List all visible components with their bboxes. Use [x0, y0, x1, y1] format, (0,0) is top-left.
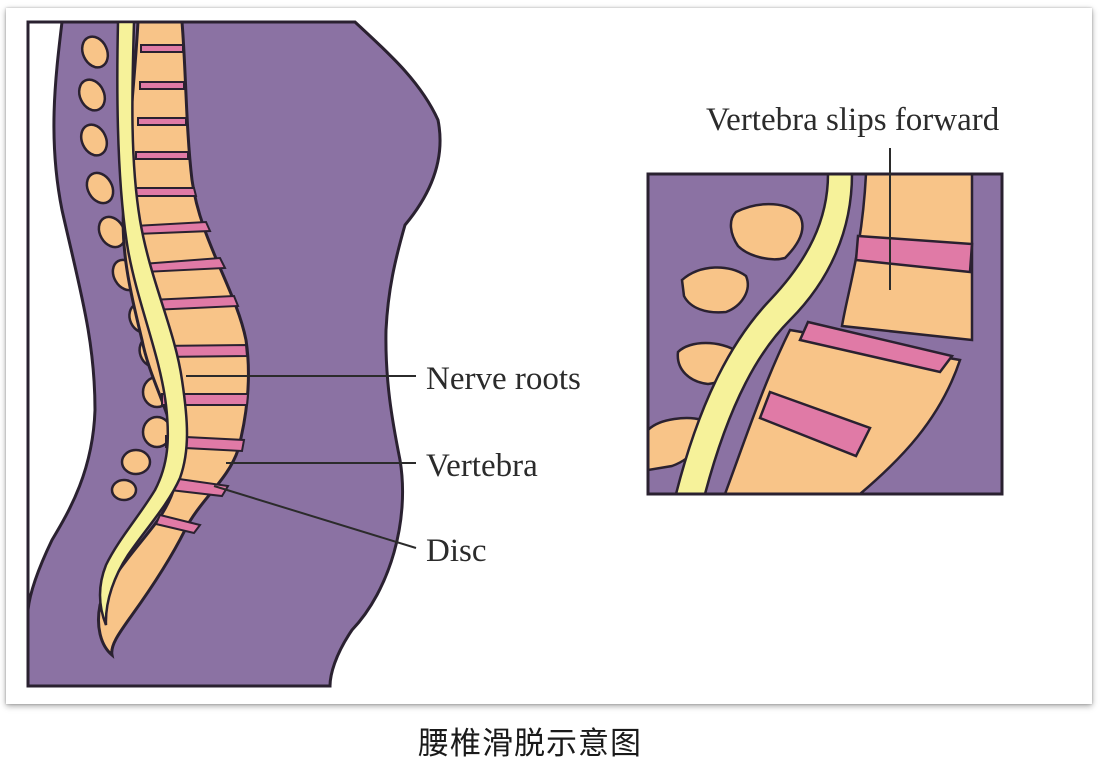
inset-posterior-bone-1 — [729, 202, 804, 261]
spinal-cord — [98, 20, 189, 626]
torso-side-view — [26, 20, 442, 688]
leader-lines — [186, 148, 891, 549]
label-vertebra-slips-forward: Vertebra slips forward — [706, 102, 1000, 138]
inset-closeup — [646, 172, 1004, 496]
leader-disc — [213, 485, 417, 549]
back-outline — [26, 20, 97, 611]
inset-disc-middle — [798, 320, 955, 374]
inset-disc-lower — [758, 390, 872, 458]
inset-nerve — [674, 174, 854, 494]
label-disc: Disc — [426, 533, 487, 569]
label-vertebra: Vertebra — [426, 448, 538, 484]
inset-lower-vertebra — [723, 328, 962, 494]
figure-caption: 腰椎滑脱示意图 — [418, 726, 642, 762]
inset-disc-upper — [854, 234, 974, 274]
inset-border — [646, 172, 1004, 496]
inset-posterior-bone-2 — [680, 266, 749, 314]
label-nerve-roots: Nerve roots — [426, 361, 581, 397]
